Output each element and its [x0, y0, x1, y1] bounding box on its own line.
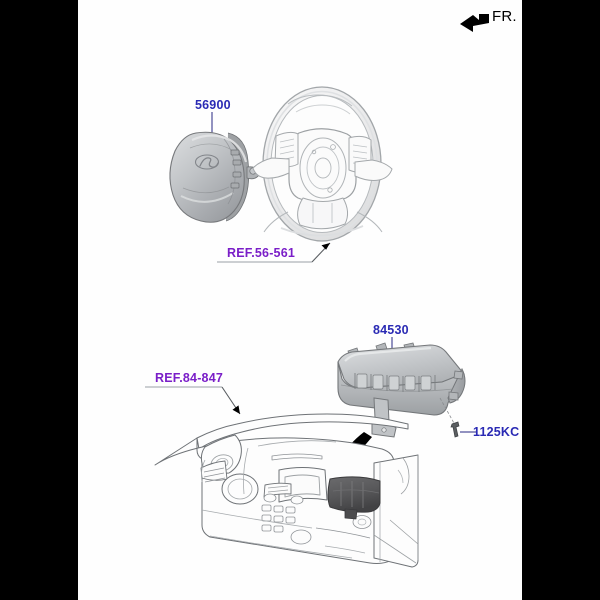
driver-airbag-rim-notches	[230, 149, 242, 189]
label-crash-pad-reference: REF.84-847	[155, 371, 224, 385]
driver-airbag-highlight-top	[191, 134, 248, 163]
label-driver-airbag-part-number: 56900	[195, 98, 231, 112]
passenger-airbag-top-highlight	[344, 346, 432, 362]
fastener-graphic	[439, 397, 476, 438]
ref-84-847-arrowhead-icon	[232, 405, 240, 414]
passenger-airbag-side-tabs	[448, 370, 464, 401]
label-fastener-part-number: 1125KC	[473, 425, 520, 439]
label-passenger-airbag-part-number: 84530	[373, 323, 409, 337]
ref-56-561-arrowhead-icon	[321, 243, 330, 250]
crash-pad-ref-leader	[145, 386, 241, 415]
steering-wheel-ref-leader	[217, 242, 331, 263]
front-direction-arrow-icon	[460, 14, 489, 32]
driver-airbag-module-graphic	[169, 112, 260, 223]
label-front-orientation: FR.	[492, 8, 517, 25]
steering-wheel-graphic	[252, 86, 393, 242]
driver-airbag-seam-upper	[189, 143, 233, 151]
bolt-icon	[450, 421, 460, 438]
passenger-airbag-module-graphic	[337, 337, 466, 438]
passenger-airbag-rib-blocks	[356, 373, 432, 391]
passenger-airbag-front-face	[337, 361, 464, 416]
driver-airbag-seam-lower	[182, 186, 230, 194]
passenger-airbag-fold-seam	[340, 384, 454, 392]
crash-pad-graphic	[154, 413, 419, 568]
driver-airbag-side-shade	[223, 138, 236, 205]
brand-emblem-icon	[194, 154, 220, 170]
passenger-airbag-ribs	[354, 373, 436, 392]
bracket-hole	[381, 427, 387, 433]
driver-airbag-body	[169, 131, 245, 223]
driver-airbag-highlight-bottom	[180, 192, 234, 203]
passenger-airbag-top-face	[337, 344, 465, 389]
label-steering-wheel-reference: REF.56-561	[227, 246, 296, 260]
